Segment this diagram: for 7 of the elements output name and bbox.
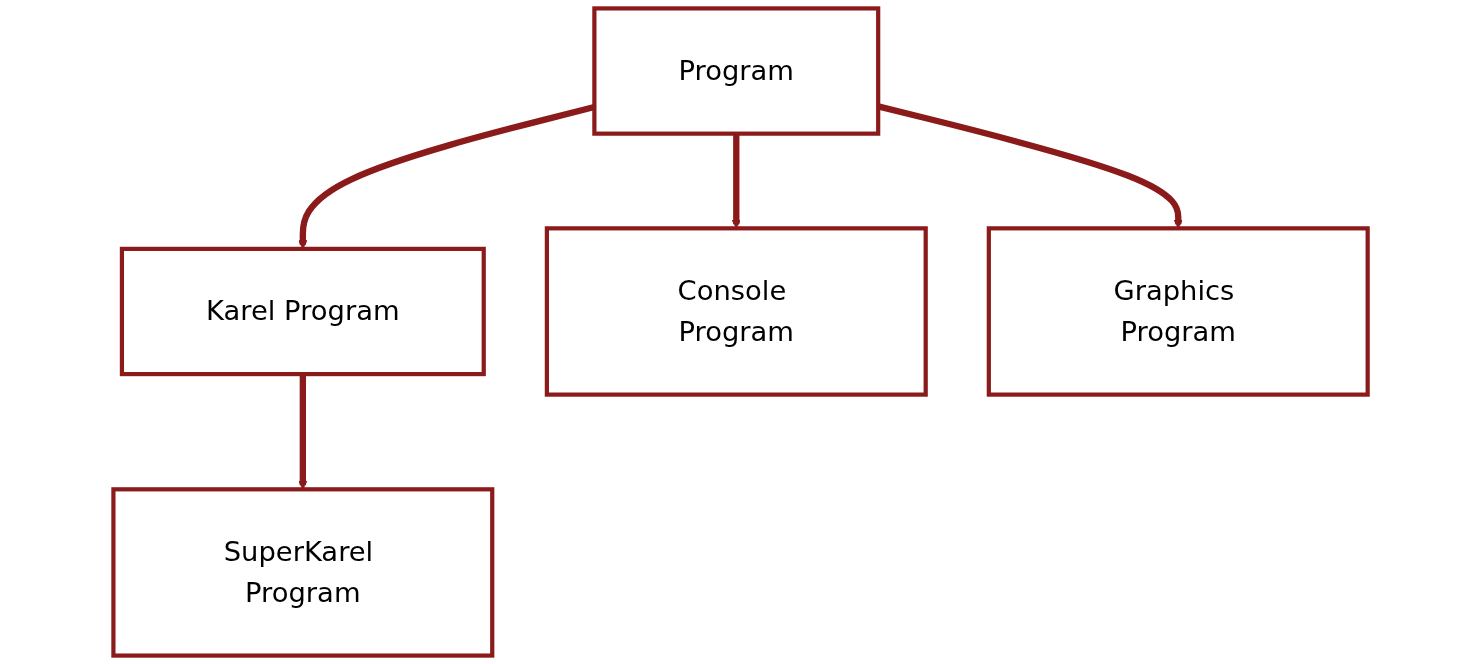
arrow [298,374,308,490]
node-box: Console Program [544,226,928,397]
node-box: Program [592,6,881,136]
node-box: SuperKarel Program [111,487,495,658]
arrow [731,133,741,229]
node-box: Graphics Program [986,226,1370,397]
node-box: Karel Program [119,246,486,377]
